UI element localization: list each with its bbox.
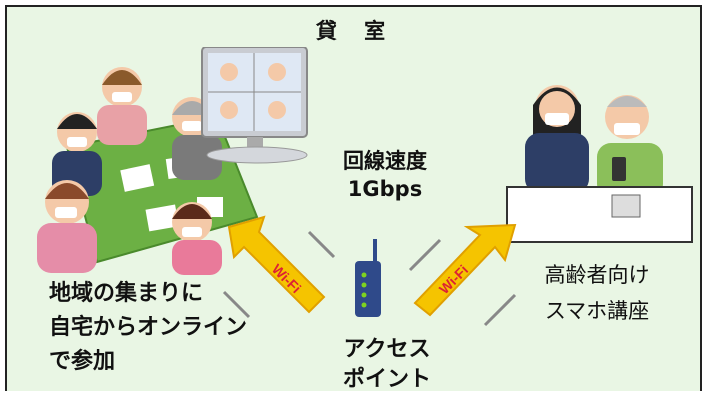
line-speed-label: 回線速度 1Gbps <box>343 149 427 201</box>
smartphone-lesson-illustration <box>506 85 693 243</box>
wifi-arrow-left: Wi-Fi <box>222 215 336 319</box>
community-gathering-label: 地域の集まりに 自宅からオンライン で参加 <box>49 281 248 374</box>
wifi-arrow-right: Wi-Fi <box>408 223 517 327</box>
router-icon <box>355 239 381 317</box>
room-title: 貸 室 <box>315 19 396 43</box>
access-point-label: アクセス ポイント <box>342 337 431 392</box>
online-meeting-illustration <box>37 47 308 275</box>
room-panel: 貸 室 <box>5 5 702 392</box>
senior-smartphone-course-label: 高齢者向け スマホ講座 <box>544 263 650 323</box>
